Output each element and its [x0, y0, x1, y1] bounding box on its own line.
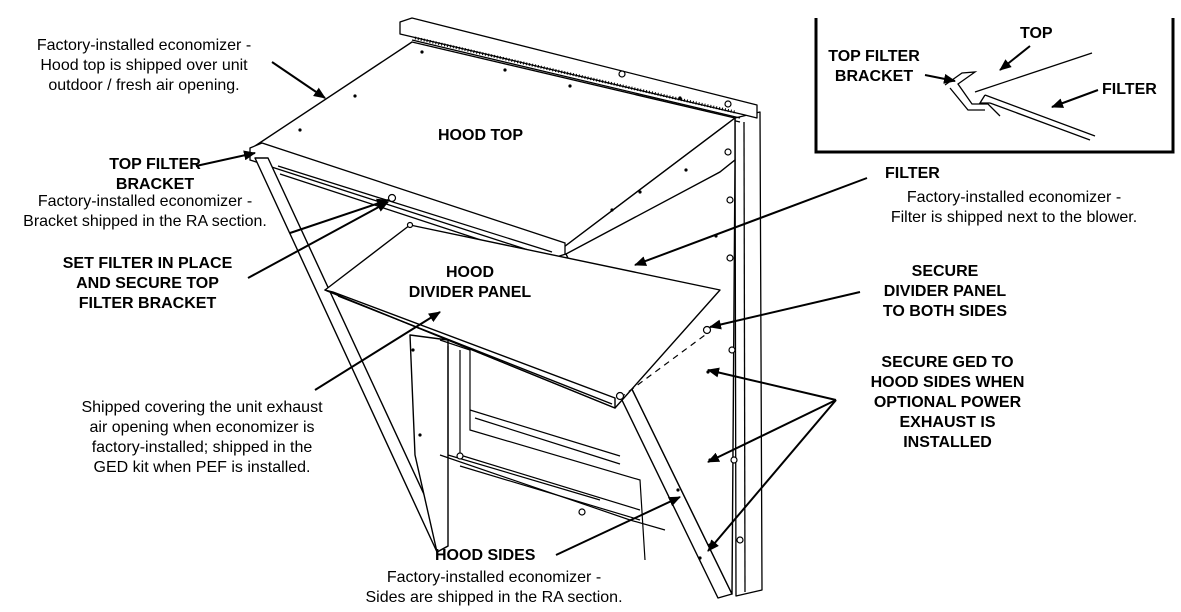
top-filter-bracket-label: TOP FILTER BRACKET — [70, 155, 240, 195]
inset-filter-label: FILTER — [1102, 81, 1157, 98]
secure-ged-line: HOOD SIDES WHEN — [870, 374, 1025, 391]
filter-note-line: Filter is shipped next to the blower. — [890, 209, 1138, 226]
set-filter-label: SET FILTER IN PLACE AND SECURE TOP FILTE… — [40, 254, 255, 314]
filter-note-line: Factory-installed economizer - — [906, 189, 1122, 206]
divider-note: Shipped covering the unit exhaust air op… — [52, 398, 352, 478]
inset-bracket-line: TOP FILTER — [828, 48, 920, 65]
divider-note-line: GED kit when PEF is installed. — [93, 459, 311, 476]
divider-note-line: air opening when economizer is — [89, 419, 315, 436]
filter-note: Factory-installed economizer - Filter is… — [864, 188, 1164, 228]
hood-divider-panel-label: HOOD DIVIDER PANEL — [390, 263, 550, 303]
top-filter-bracket-note: Factory-installed economizer - Bracket s… — [0, 192, 290, 232]
hood-sides-label: HOOD SIDES — [435, 547, 536, 564]
leader-arrows — [195, 61, 868, 556]
hood-divider-panel-line: HOOD — [446, 264, 494, 281]
secure-ged-line: EXHAUST IS — [899, 414, 996, 431]
divider-note-line: factory-installed; shipped in the — [91, 439, 313, 456]
secure-divider-line: SECURE — [911, 263, 979, 280]
top-seal-strip — [414, 36, 736, 114]
inset-bracket-line: BRACKET — [834, 68, 914, 85]
hood-divider-panel-line: DIVIDER PANEL — [408, 284, 532, 301]
hood-top-note-line: outdoor / fresh air opening. — [48, 77, 240, 94]
screws — [387, 70, 744, 544]
set-filter-line: FILTER BRACKET — [78, 295, 217, 312]
top-filter-bracket-note-line: Factory-installed economizer - — [37, 193, 253, 210]
hood-sides-note-line: Sides are shipped in the RA section. — [365, 589, 623, 606]
secure-ged-line: OPTIONAL POWER — [873, 394, 1022, 411]
secure-divider-line: TO BOTH SIDES — [882, 303, 1008, 320]
hood-sides-note-line: Factory-installed economizer - — [386, 569, 602, 586]
hood-sides-note: Factory-installed economizer - Sides are… — [334, 568, 654, 608]
divider-note-line: Shipped covering the unit exhaust — [81, 399, 323, 416]
secure-ged-line: INSTALLED — [903, 434, 992, 451]
inset-top-filter-bracket-label: TOP FILTER BRACKET — [818, 47, 930, 87]
hood-top-note-line: Factory-installed economizer - — [36, 37, 252, 54]
hood-top-label: HOOD TOP — [438, 127, 524, 144]
hood-side-left — [254, 157, 449, 553]
secure-divider-line: DIVIDER PANEL — [883, 283, 1007, 300]
set-filter-line: SET FILTER IN PLACE — [62, 255, 233, 272]
hood-top-note-line: Hood top is shipped over unit — [40, 57, 248, 74]
set-filter-line: AND SECURE TOP — [76, 275, 219, 292]
unit-back-frame — [399, 17, 763, 597]
secure-ged-line: SECURE GED TO — [881, 354, 1014, 371]
secure-divider-label: SECURE DIVIDER PANEL TO BOTH SIDES — [860, 262, 1030, 322]
divider-dashed-line — [619, 334, 706, 399]
top-filter-bracket-note-line: Bracket shipped in the RA section. — [23, 213, 267, 230]
secure-ged-label: SECURE GED TO HOOD SIDES WHEN OPTIONAL P… — [850, 353, 1045, 453]
top-filter-bracket-line: TOP FILTER — [109, 156, 201, 173]
hood-top-note: Factory-installed economizer - Hood top … — [14, 36, 274, 96]
filter-label: FILTER — [885, 165, 940, 182]
top-filter-bracket-line: BRACKET — [115, 176, 195, 193]
inset-top-label: TOP — [1020, 25, 1053, 42]
divider-panel-part — [324, 224, 721, 409]
inset-detail-box — [814, 18, 1175, 154]
